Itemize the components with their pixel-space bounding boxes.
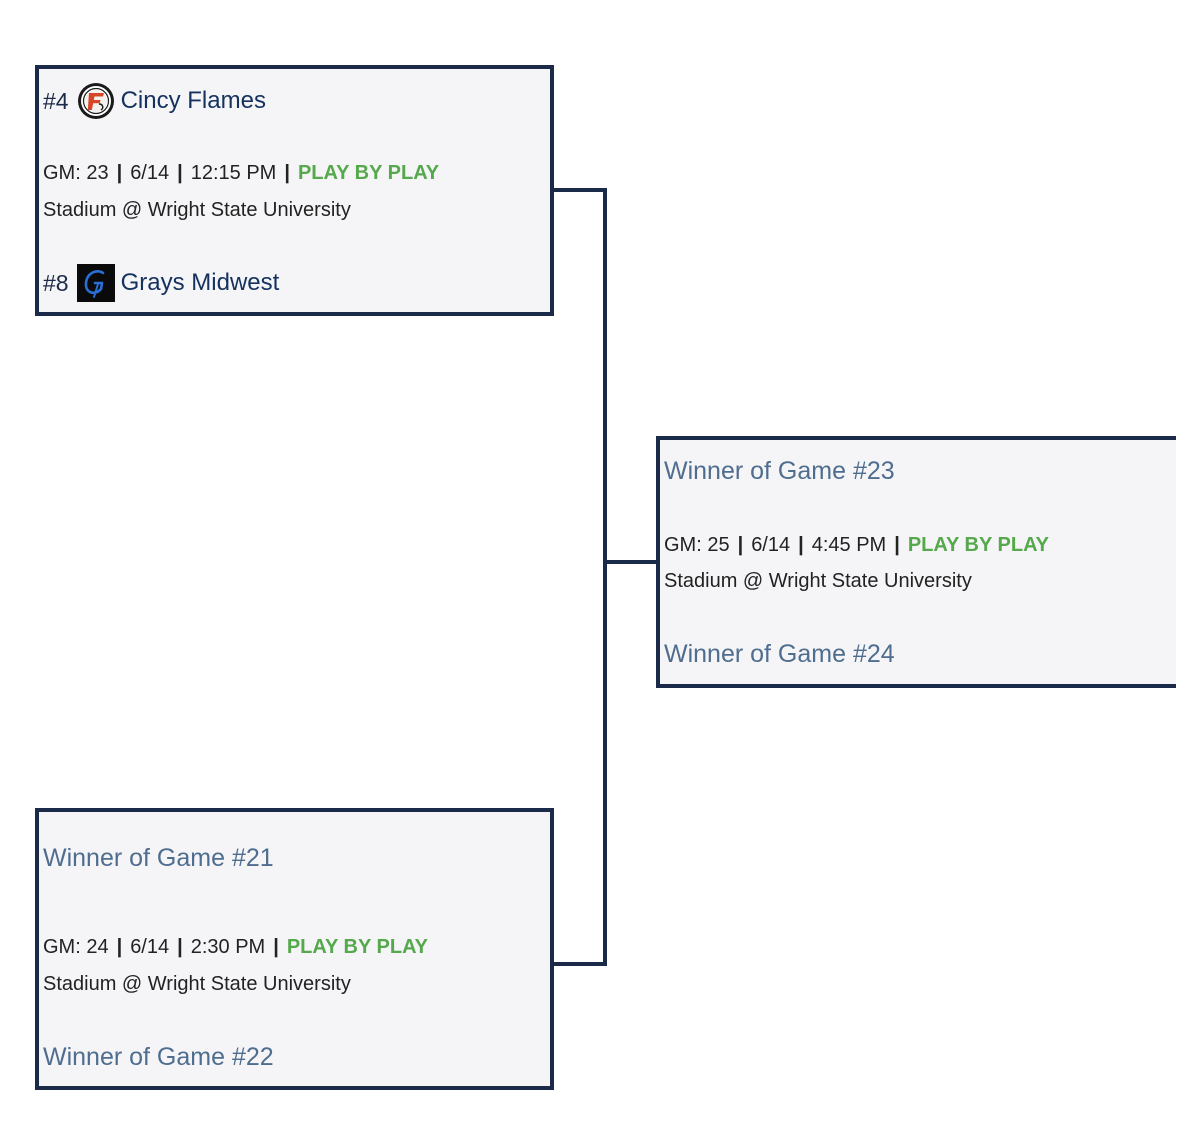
- separator: |: [737, 534, 744, 556]
- separator: |: [798, 534, 804, 556]
- game-number: GM: 25: [664, 534, 730, 556]
- game-date: 6/14: [130, 162, 170, 184]
- separator: |: [894, 534, 900, 556]
- separator: |: [284, 162, 290, 184]
- game-time: 2:30 PM: [190, 936, 266, 958]
- play-by-play-link[interactable]: PLAY BY PLAY: [286, 936, 429, 958]
- game-number: GM: 23: [43, 162, 109, 184]
- game-info-line: GM: 25 | 6/14 | 4:45 PM | PLAY BY PLAY: [664, 534, 1049, 557]
- game-25-box: Winner of Game #23 GM: 25 | 6/14 | 4:45 PM | P…: [656, 436, 1176, 688]
- winner-placeholder: Winner of Game #23: [664, 456, 895, 485]
- team-seed: #4: [43, 87, 69, 114]
- team-row-winner-game-23: Winner of Game #23: [664, 451, 895, 491]
- game-23-box: #4 Cincy Flames GM: 23 | 6/14 | 12:15 PM | PLA…: [35, 65, 554, 316]
- game-time: 12:15 PM: [190, 162, 277, 184]
- team-row-winner-game-22: Winner of Game #22: [43, 1037, 274, 1077]
- separator: |: [273, 936, 279, 958]
- team-name[interactable]: Grays Midwest: [120, 269, 280, 296]
- bracket-line-vertical: [603, 188, 607, 966]
- team-row-cincy-flames[interactable]: #4 Cincy Flames: [43, 81, 266, 121]
- venue-text: Stadium @ Wright State University: [43, 973, 351, 995]
- cincy-flames-logo: [77, 82, 115, 120]
- game-date: 6/14: [130, 936, 170, 958]
- game-info-line: GM: 24 | 6/14 | 2:30 PM | PLAY BY PLAY: [43, 936, 428, 959]
- winner-placeholder: Winner of Game #22: [43, 1042, 274, 1071]
- bracket-line-game-25-in: [603, 560, 656, 564]
- venue-text: Stadium @ Wright State University: [43, 199, 351, 221]
- team-name[interactable]: Cincy Flames: [120, 87, 266, 114]
- venue-text: Stadium @ Wright State University: [664, 570, 972, 592]
- separator: |: [177, 162, 183, 184]
- bracket-line-game-23-out: [554, 188, 607, 192]
- game-24-box: Winner of Game #21 GM: 24 | 6/14 | 2:30 PM | P…: [35, 808, 554, 1090]
- bracket-line-game-24-out: [554, 962, 607, 966]
- game-number: GM: 24: [43, 936, 109, 958]
- team-row-winner-game-24: Winner of Game #24: [664, 634, 895, 674]
- grays-midwest-logo: [76, 264, 115, 302]
- game-info-line: GM: 23 | 6/14 | 12:15 PM | PLAY BY PLAY: [43, 162, 439, 185]
- separator: |: [177, 936, 183, 958]
- separator: |: [116, 162, 123, 184]
- team-row-grays-midwest[interactable]: #8 Grays Midwest: [43, 263, 279, 303]
- game-date: 6/14: [751, 534, 791, 556]
- play-by-play-link[interactable]: PLAY BY PLAY: [907, 534, 1050, 556]
- winner-placeholder: Winner of Game #24: [664, 639, 895, 668]
- play-by-play-link[interactable]: PLAY BY PLAY: [297, 162, 440, 184]
- winner-placeholder: Winner of Game #21: [43, 843, 274, 872]
- team-row-winner-game-21: Winner of Game #21: [43, 838, 274, 878]
- separator: |: [116, 936, 123, 958]
- game-time: 4:45 PM: [811, 534, 887, 556]
- team-seed: #8: [43, 269, 69, 296]
